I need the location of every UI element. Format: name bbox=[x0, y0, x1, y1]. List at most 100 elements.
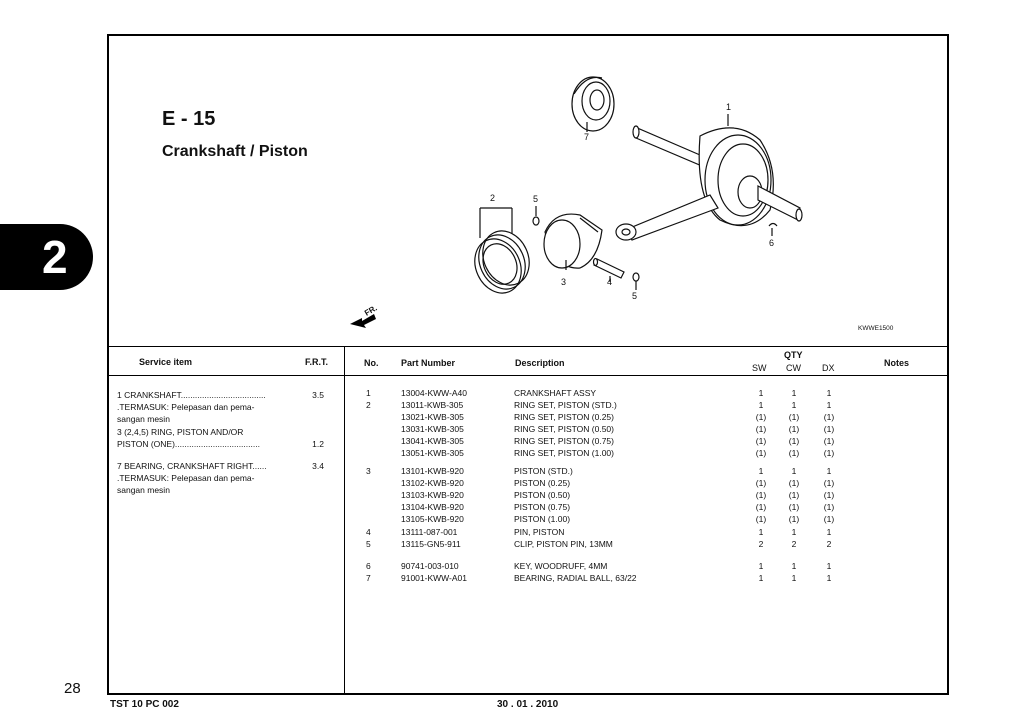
chapter-tab: 2 bbox=[0, 224, 93, 290]
qty-cw: 1 bbox=[791, 400, 797, 410]
qty-cw: 1 bbox=[791, 561, 797, 571]
part-description: RING SET, PISTON (0.50) bbox=[514, 424, 614, 434]
part-number: 13011-KWB-305 bbox=[401, 400, 464, 410]
bearing-drawing bbox=[571, 76, 615, 132]
piston-drawing bbox=[543, 213, 603, 270]
qty-sw: (1) bbox=[755, 436, 767, 446]
qty-sw: (1) bbox=[755, 490, 767, 500]
part-no: 5 bbox=[366, 539, 371, 549]
footer-date: 30 . 01 . 2010 bbox=[497, 699, 559, 710]
qty-dx: 1 bbox=[826, 561, 832, 571]
callout-6: 6 bbox=[769, 238, 774, 248]
part-number: 91001-KWW-A01 bbox=[401, 573, 467, 583]
service-item-row: PISTON (ONE)............................… bbox=[117, 437, 324, 451]
part-description: RING SET, PISTON (STD.) bbox=[514, 400, 617, 410]
part-description: PISTON (0.50) bbox=[514, 490, 571, 500]
exploded-parts-diagram: 1 2 3 4 5 5 6 7 FR. bbox=[350, 76, 803, 328]
qty-dx: 1 bbox=[826, 573, 832, 583]
header-notes: Notes bbox=[884, 358, 910, 368]
qty-sw: 1 bbox=[758, 466, 764, 476]
qty-sw: (1) bbox=[755, 448, 767, 458]
table-divider bbox=[344, 346, 345, 695]
qty-cw: 1 bbox=[791, 573, 797, 583]
part-no: 7 bbox=[366, 573, 371, 583]
header-part-number: Part Number bbox=[401, 358, 456, 368]
qty-cw: (1) bbox=[788, 502, 800, 512]
part-description: CLIP, PISTON PIN, 13MM bbox=[514, 539, 613, 549]
section-title: Crankshaft / Piston bbox=[162, 143, 308, 160]
qty-sw: 2 bbox=[758, 539, 764, 549]
qty-cw: 2 bbox=[791, 539, 797, 549]
table-top-rule bbox=[107, 346, 949, 347]
page-frame bbox=[107, 34, 949, 695]
footer-doc-code: TST 10 PC 002 bbox=[110, 699, 179, 710]
header-no: No. bbox=[364, 358, 379, 368]
header-frt: F.R.T. bbox=[305, 357, 329, 367]
callout-3: 3 bbox=[561, 277, 566, 287]
qty-cw: 1 bbox=[791, 466, 797, 476]
qty-cw: (1) bbox=[788, 490, 800, 500]
qty-sw: (1) bbox=[755, 502, 767, 512]
part-no: 6 bbox=[366, 561, 371, 571]
qty-cw: (1) bbox=[788, 514, 800, 524]
qty-sw: 1 bbox=[758, 388, 764, 398]
part-description: PISTON (0.75) bbox=[514, 502, 571, 512]
qty-dx: (1) bbox=[823, 412, 835, 422]
figure-code: KWWE1500 bbox=[858, 325, 894, 332]
qty-sw: 1 bbox=[758, 573, 764, 583]
part-number: 13101-KWB-920 bbox=[401, 466, 464, 476]
section-code: E - 15 bbox=[162, 108, 216, 130]
part-number: 13021-KWB-305 bbox=[401, 412, 464, 422]
qty-sw: (1) bbox=[755, 412, 767, 422]
part-row: 13104-KWB-920 PISTON (0.75) (1) (1) (1) bbox=[0, 501, 1024, 513]
part-no: 2 bbox=[366, 400, 371, 410]
table-header-rule bbox=[107, 375, 949, 376]
piston-rings-drawing bbox=[474, 207, 530, 294]
service-item-row: sangan mesin bbox=[117, 485, 170, 496]
qty-sw: 1 bbox=[758, 561, 764, 571]
service-item-row: 3 (2,4,5) RING, PISTON AND/OR bbox=[117, 426, 244, 437]
part-number: 13031-KWB-305 bbox=[401, 424, 464, 434]
part-row: 13021-KWB-305 RING SET, PISTON (0.25) (1) (… bbox=[0, 411, 1024, 423]
header-sw: SW bbox=[752, 363, 767, 373]
part-description: CRANKSHAFT ASSY bbox=[514, 388, 597, 398]
part-number: 13051-KWB-305 bbox=[401, 448, 464, 458]
woodruff-key-drawing bbox=[768, 222, 778, 227]
part-description: PISTON (STD.) bbox=[514, 466, 573, 476]
qty-cw: 1 bbox=[791, 527, 797, 537]
service-items-list: 1 CRANKSHAFT............................… bbox=[117, 389, 332, 497]
qty-sw: (1) bbox=[755, 514, 767, 524]
part-description: RING SET, PISTON (0.25) bbox=[514, 412, 614, 422]
service-item-row: 7 BEARING, CRANKSHAFT RIGHT......3.4 bbox=[117, 460, 324, 473]
piston-pin-drawing bbox=[592, 257, 625, 282]
header-dx: DX bbox=[822, 363, 835, 373]
part-number: 13103-KWB-920 bbox=[401, 490, 464, 500]
header-description: Description bbox=[515, 358, 565, 368]
header-cw: CW bbox=[786, 363, 801, 373]
qty-dx: 1 bbox=[826, 527, 832, 537]
callout-5b: 5 bbox=[632, 291, 637, 301]
callout-7: 7 bbox=[584, 132, 589, 142]
part-no: 3 bbox=[366, 466, 371, 476]
part-number: 13104-KWB-920 bbox=[401, 502, 464, 512]
part-description: RING SET, PISTON (0.75) bbox=[514, 436, 614, 446]
qty-cw: (1) bbox=[788, 448, 800, 458]
part-description: KEY, WOODRUFF, 4MM bbox=[514, 561, 608, 571]
qty-cw: (1) bbox=[788, 478, 800, 488]
qty-dx: (1) bbox=[823, 448, 835, 458]
service-item-row: .TERMASUK: Pelepasan dan pema- bbox=[117, 402, 255, 413]
header-qty: QTY bbox=[784, 350, 803, 360]
qty-cw: (1) bbox=[788, 436, 800, 446]
qty-dx: (1) bbox=[823, 502, 835, 512]
qty-dx: 1 bbox=[826, 466, 832, 476]
part-description: PISTON (0.25) bbox=[514, 478, 571, 488]
